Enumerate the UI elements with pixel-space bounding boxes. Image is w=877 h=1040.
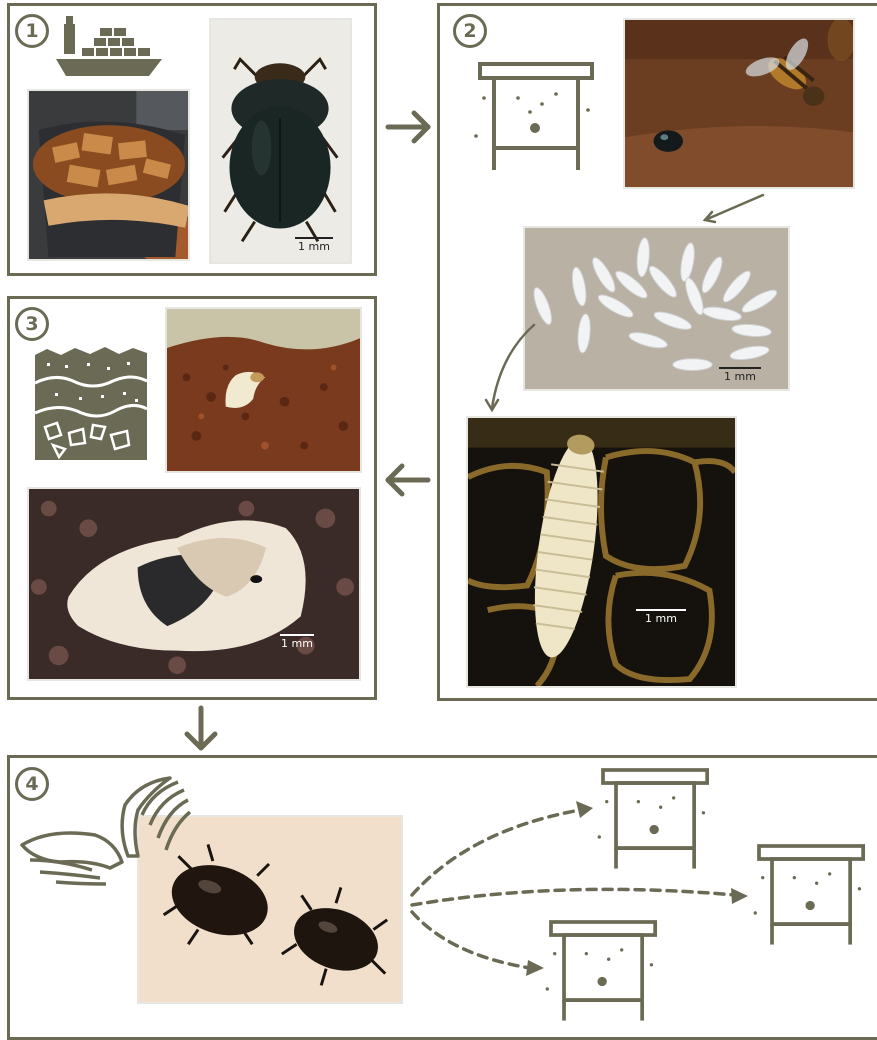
flight-path-top [412,810,580,895]
flight-path-middle [412,889,735,905]
arrow-step1-to-step2 [388,113,428,141]
beehive-icon [546,922,656,1021]
beehive-icon [754,846,864,945]
flight-arrowhead-top [576,801,593,818]
arrow-step2-to-step3 [388,466,428,494]
beehive-icon [598,770,708,869]
flight-paths [412,810,735,968]
arrow-step3-to-step4 [187,708,215,748]
flight-arrowhead-middle [731,888,748,904]
wings-icon [22,778,190,884]
flight-arrowhead-bottom [526,960,544,976]
arrow-bee-to-eggs [705,195,763,222]
flight-path-bottom [412,912,530,968]
beehive-icon [474,64,592,170]
arrow-eggs-to-larva [486,325,534,410]
